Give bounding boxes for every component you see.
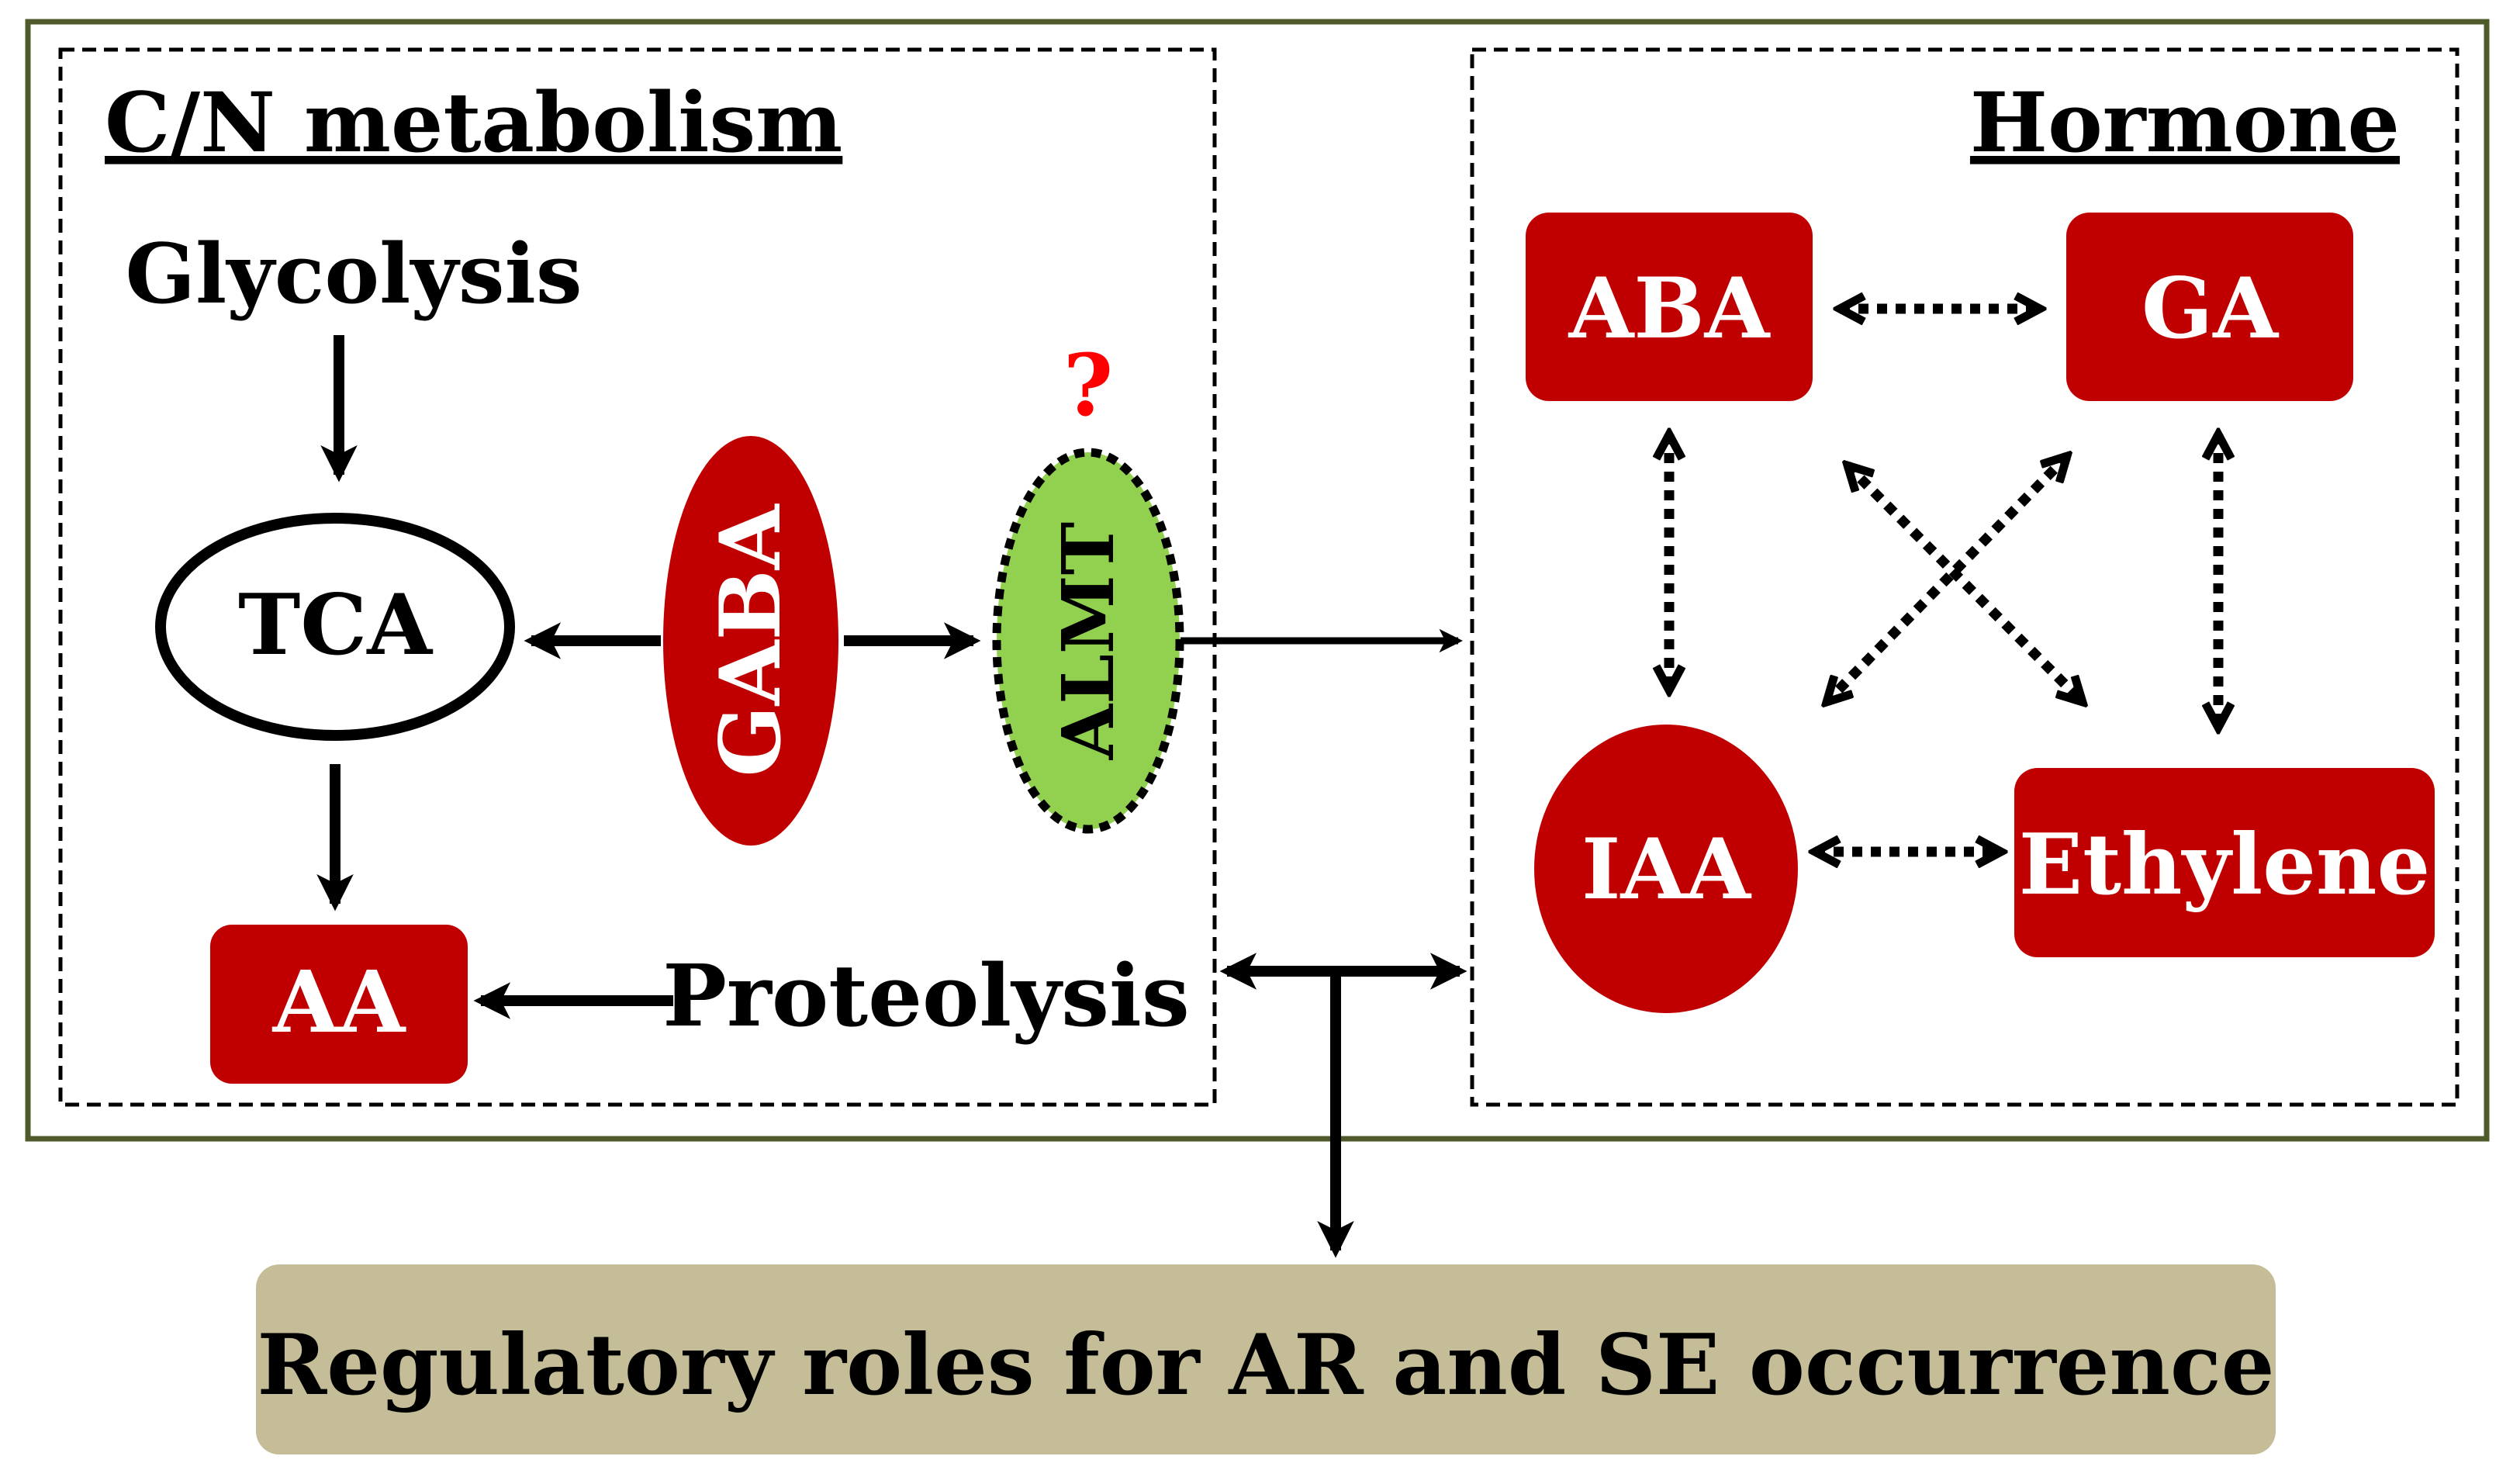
ethylene-label: Ethylene xyxy=(2019,816,2430,914)
arrow-ga-iaa xyxy=(1827,456,2067,702)
ga-node xyxy=(2066,213,2353,401)
ga-label: GA xyxy=(2141,260,2280,358)
almt-label: ALMT xyxy=(1046,522,1130,760)
gaba-label: GABA xyxy=(702,503,800,777)
hormone-title: Hormone xyxy=(1970,74,2400,171)
hormone-panel xyxy=(1470,47,2460,1107)
ethylene-node xyxy=(2014,768,2435,957)
outcome-box xyxy=(256,1264,2276,1454)
proteolysis-label: Proteolysis xyxy=(662,946,1190,1046)
glycolysis-label: Glycolysis xyxy=(125,225,582,322)
aba-label: ABA xyxy=(1568,260,1772,358)
tca-label: TCA xyxy=(238,576,434,674)
outcome-label: Regulatory roles for AR and SE occurrenc… xyxy=(257,1316,2274,1414)
tca-node xyxy=(155,513,515,741)
question-mark: ? xyxy=(1063,335,1113,435)
aba-node xyxy=(1526,213,1813,401)
aa-label: AA xyxy=(272,952,406,1052)
cn-metabolism-panel xyxy=(58,47,1217,1107)
outer-frame xyxy=(25,19,2490,1142)
iaa-node xyxy=(1534,725,1798,1013)
arrow-aba-ethylene xyxy=(1848,465,2083,702)
cn-metabolism-title: C/N metabolism xyxy=(105,74,842,171)
almt-node xyxy=(992,448,1184,834)
iaa-label: IAA xyxy=(1581,821,1752,918)
gaba-node xyxy=(663,436,838,846)
aa-node xyxy=(210,925,468,1084)
